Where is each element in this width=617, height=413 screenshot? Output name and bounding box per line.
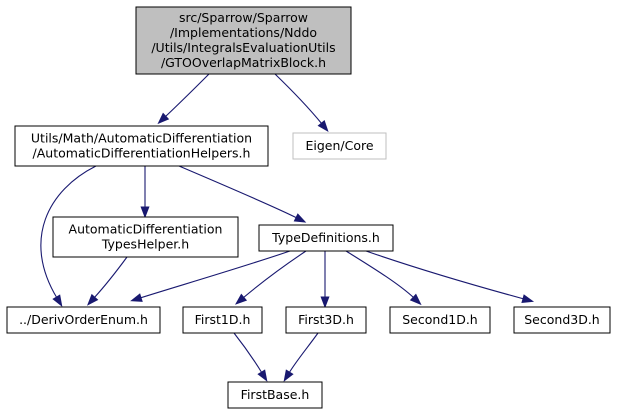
arrowhead-icon [52, 294, 63, 307]
edge-line [365, 250, 525, 300]
node-label-line: /GTOOverlapMatrixBlock.h [161, 55, 326, 70]
edge-line [93, 256, 128, 299]
edge-line [178, 165, 298, 219]
arrowhead-icon [317, 119, 329, 133]
arrowhead-icon [157, 112, 170, 125]
edge-adh-to-adth [140, 166, 150, 219]
node-label-line: Second1D.h [402, 312, 477, 327]
edge-first1d-to-firstbase [233, 332, 268, 382]
edge-line [139, 250, 291, 299]
arrowhead-icon [257, 369, 268, 382]
node-box [258, 224, 394, 252]
node-deriv[interactable]: ../DerivOrderEnum.h [6, 306, 161, 334]
node-adh[interactable]: Utils/Math/AutomaticDifferentiation/Auto… [14, 125, 269, 167]
edge-typedefs-to-deriv [130, 250, 291, 302]
edge-adh-to-deriv [40, 165, 97, 307]
arrowhead-icon [521, 294, 535, 303]
edge-line [274, 73, 323, 125]
node-first1d[interactable]: First1D.h [182, 306, 263, 334]
node-second3d[interactable]: Second3D.h [513, 306, 611, 334]
node-box [6, 306, 161, 334]
edge-adh-to-typedefs [178, 165, 307, 223]
edge-line [164, 73, 210, 118]
edge-root-to-adh [157, 73, 210, 125]
node-label-line: /AutomaticDifferentiationHelpers.h [33, 146, 251, 161]
edge-line [242, 250, 307, 299]
node-box [135, 6, 352, 75]
node-box [227, 381, 323, 409]
node-box [285, 306, 367, 334]
edge-typedefs-to-first3d [320, 251, 330, 309]
arrowhead-icon [140, 206, 150, 219]
node-label-line: First1D.h [195, 312, 251, 327]
edge-line [233, 332, 263, 374]
edge-line [345, 250, 415, 299]
arrowhead-icon [283, 369, 294, 382]
node-box [389, 306, 491, 334]
edge-typedefs-to-first1d [235, 250, 307, 305]
node-label-line: /Utils/IntegralsEvaluationUtils [151, 40, 335, 55]
node-typedefs[interactable]: TypeDefinitions.h [258, 224, 394, 252]
node-box [52, 216, 239, 258]
edge-typedefs-to-second3d [365, 250, 535, 303]
node-label-line: Second3D.h [524, 312, 599, 327]
arrowhead-icon [130, 293, 143, 302]
edge-first3d-to-firstbase [283, 332, 319, 382]
node-label-line: /Implementations/Nddo [170, 25, 317, 40]
edge-typedefs-to-second1d [345, 250, 422, 306]
arrowhead-icon [293, 213, 307, 223]
node-firstbase[interactable]: FirstBase.h [227, 381, 323, 409]
node-label-line: FirstBase.h [241, 387, 310, 402]
node-box [14, 125, 269, 167]
node-label-line: AutomaticDifferentiation [69, 222, 223, 237]
node-root[interactable]: src/Sparrow/Sparrow/Implementations/Nddo… [135, 6, 352, 75]
node-label-line: src/Sparrow/Sparrow [179, 10, 308, 25]
edge-root-to-eigen [274, 73, 329, 133]
node-label-line: TypesHelper.h [101, 237, 189, 252]
node-label-line: TypeDefinitions.h [271, 230, 380, 245]
node-first3d[interactable]: First3D.h [285, 306, 367, 334]
node-label-line: Eigen/Core [305, 138, 373, 153]
edge-adth-to-deriv [86, 256, 128, 306]
node-box [292, 132, 387, 160]
node-second1d[interactable]: Second1D.h [389, 306, 491, 334]
node-label-line: First3D.h [298, 312, 354, 327]
edges-layer [40, 73, 535, 382]
arrowhead-icon [409, 293, 422, 306]
node-label-line: Utils/Math/AutomaticDifferentiation [31, 131, 252, 146]
node-label-line: ../DerivOrderEnum.h [19, 312, 148, 327]
node-eigen[interactable]: Eigen/Core [292, 132, 387, 160]
nodes-layer: src/Sparrow/Sparrow/Implementations/Nddo… [6, 6, 611, 409]
arrowhead-icon [235, 293, 248, 305]
edge-line [288, 332, 319, 374]
arrowhead-icon [86, 293, 99, 306]
node-box [513, 306, 611, 334]
arrowhead-icon [320, 296, 330, 309]
node-box [182, 306, 263, 334]
edge-line [40, 165, 97, 299]
